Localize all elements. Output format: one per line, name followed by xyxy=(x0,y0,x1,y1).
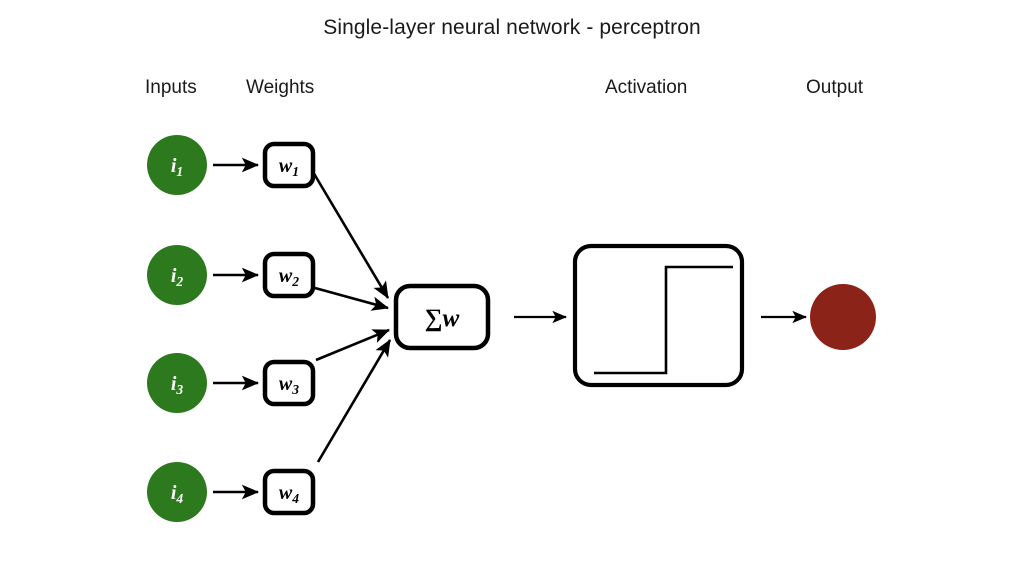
activation-node[interactable] xyxy=(572,243,745,388)
input-row-2: i2 w2 xyxy=(147,245,390,311)
input-node-3[interactable] xyxy=(147,353,207,413)
input-node-2[interactable] xyxy=(147,245,207,305)
weight-box-4-label: w4 xyxy=(279,482,299,506)
input-node-1[interactable] xyxy=(147,135,207,195)
activation-box[interactable] xyxy=(572,243,745,388)
input-node-2-label: i2 xyxy=(171,265,184,289)
weight-box-1-label: w1 xyxy=(279,155,299,179)
weight-box-4[interactable] xyxy=(262,468,316,516)
input-node-4-label: i4 xyxy=(171,482,184,506)
input-node-1-label: i1 xyxy=(171,155,183,179)
step-function-curve xyxy=(594,265,733,375)
page-title: Single-layer neural network - perceptron xyxy=(323,16,701,39)
column-header-inputs: Inputs xyxy=(145,77,197,98)
summation-node[interactable]: ∑w xyxy=(393,283,491,351)
column-header-activation: Activation xyxy=(605,77,688,98)
output-node[interactable] xyxy=(810,284,876,350)
arrow-weight4-to-sum xyxy=(316,339,392,463)
weight-box-1[interactable] xyxy=(262,141,316,189)
weight-box-3-label: w3 xyxy=(279,373,299,397)
weight-box-2[interactable] xyxy=(262,251,316,299)
summation-box[interactable] xyxy=(393,283,491,351)
arrow-weight1-to-sum xyxy=(311,171,390,299)
input-row-4: i4 w4 xyxy=(147,339,392,522)
input-row-3: i3 w3 xyxy=(147,328,390,413)
input-row-1: i1 w1 xyxy=(147,135,390,299)
arrow-weight2-to-sum xyxy=(314,286,390,311)
summation-label: ∑w xyxy=(425,305,460,332)
input-node-4[interactable] xyxy=(147,462,207,522)
weight-box-2-label: w2 xyxy=(279,265,299,289)
column-header-output: Output xyxy=(806,77,864,98)
column-header-weights: Weights xyxy=(246,77,315,98)
arrow-weight3-to-sum xyxy=(315,328,390,362)
input-node-3-label: i3 xyxy=(171,373,184,397)
weight-box-3[interactable] xyxy=(262,359,316,407)
